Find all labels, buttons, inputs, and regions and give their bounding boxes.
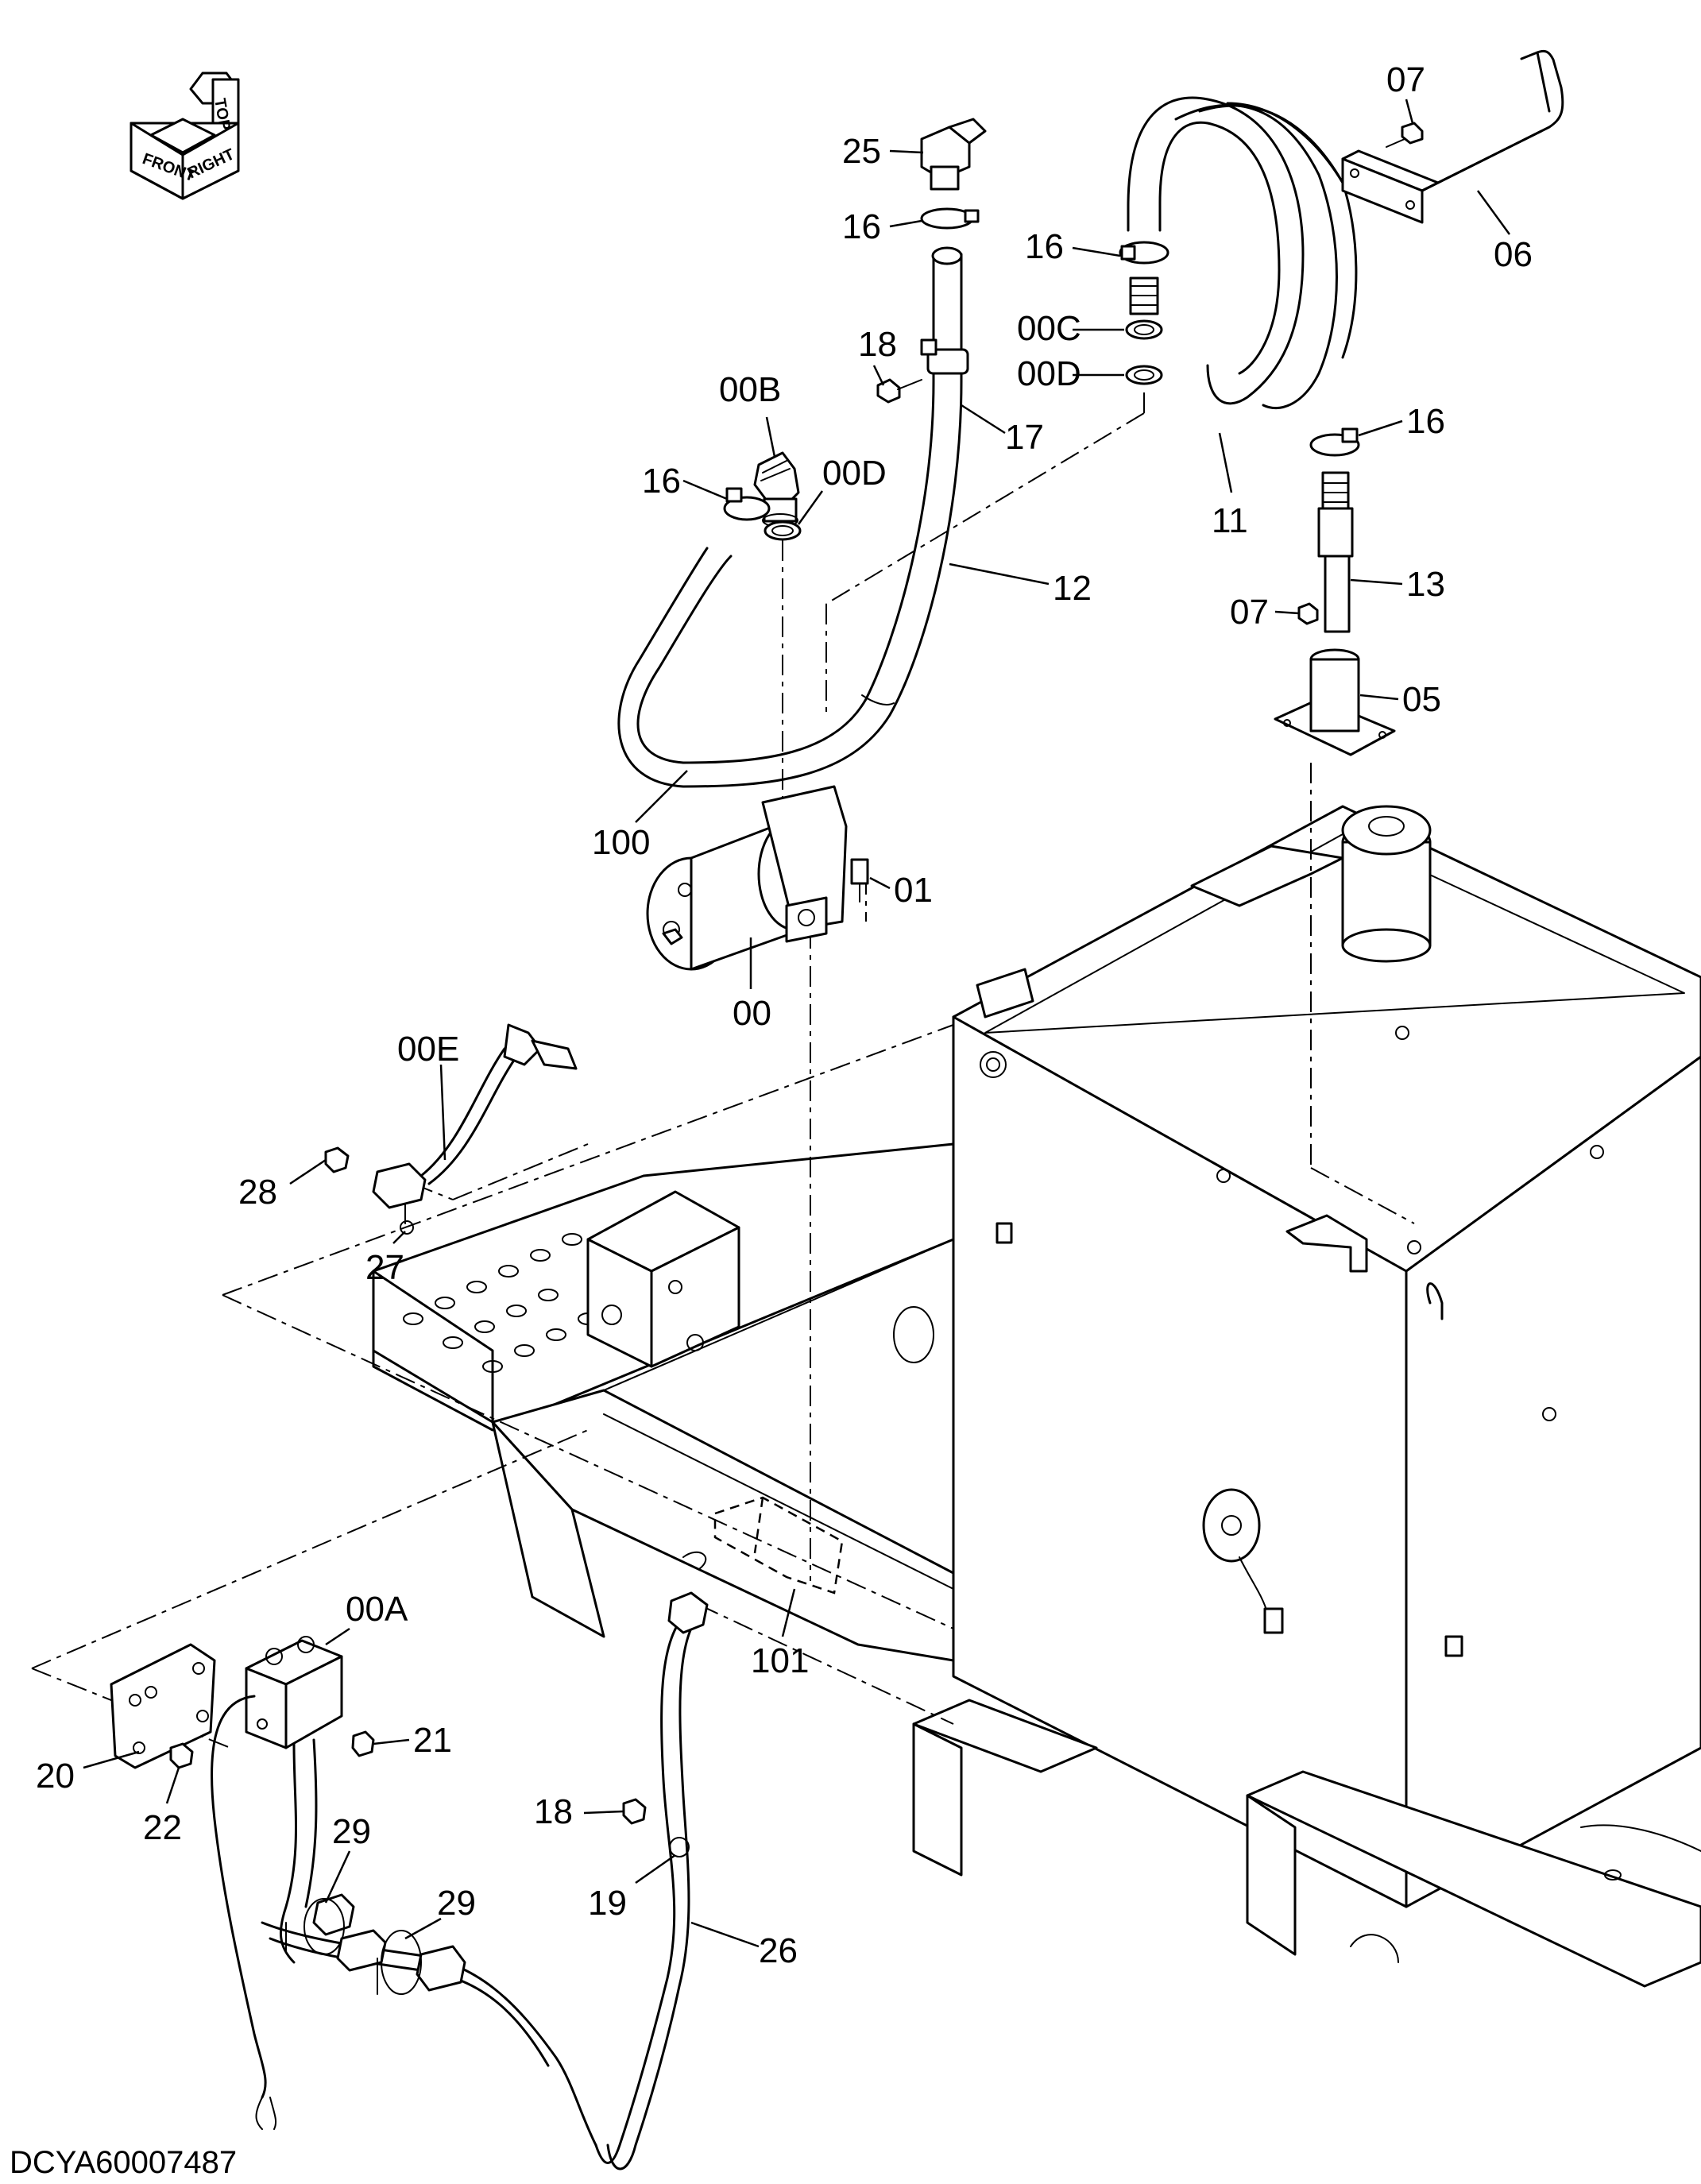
- callout-12: 12: [1053, 569, 1092, 608]
- callout-16-mid-right: 16: [1406, 402, 1445, 441]
- step-holes: [403, 1233, 598, 1373]
- callout-06: 06: [1494, 235, 1533, 274]
- part-01-bolt: [850, 858, 869, 903]
- part-00D-washer-left: [764, 520, 802, 541]
- part-00E-sensor-harness: [324, 1023, 578, 1235]
- orientation-indicator: FRONT TOP RIGHT: [130, 72, 240, 200]
- part-06-bracket: [1341, 49, 1564, 224]
- step-frame: [372, 1142, 955, 1662]
- part-25-elbow-fitting: [920, 118, 987, 191]
- callout-00A: 00A: [346, 1590, 408, 1629]
- part-00A-controller: [245, 1636, 343, 1749]
- callout-00B: 00B: [719, 370, 781, 409]
- part-07-bolt-mid: [1297, 602, 1319, 625]
- part-07-bolt-top: [1386, 122, 1424, 148]
- assembly-centerlines: [31, 389, 1415, 1749]
- callout-22: 22: [143, 1808, 182, 1847]
- callout-17: 17: [1005, 418, 1044, 457]
- callout-27: 27: [365, 1248, 404, 1287]
- callout-19: 19: [588, 1884, 627, 1923]
- leader-lines: [83, 99, 1511, 1948]
- part-21-bolt: [351, 1730, 375, 1757]
- callout-00E: 00E: [397, 1030, 459, 1069]
- part-26-harness: [211, 1591, 709, 2170]
- callout-13: 13: [1406, 565, 1445, 604]
- callout-00D-right: 00D: [1017, 354, 1081, 393]
- callout-labels: 25 16 18 00B 16 00D 17 12 100 01 00 16 0…: [36, 60, 1533, 1970]
- callout-18-lower: 18: [534, 1792, 573, 1831]
- callout-16-top: 16: [842, 207, 881, 246]
- callout-00C: 00C: [1017, 309, 1081, 348]
- callout-11: 11: [1212, 501, 1248, 540]
- part-00-pump: [646, 785, 848, 971]
- part-18-bolt-top: [876, 378, 922, 404]
- part-13-pipe: [1317, 471, 1354, 633]
- callout-21: 21: [413, 1721, 452, 1760]
- callout-07-top: 07: [1386, 60, 1425, 99]
- callout-05: 05: [1402, 680, 1441, 719]
- callout-100: 100: [592, 823, 650, 862]
- hydraulic-tank: [912, 805, 1701, 1988]
- part-16-clamp-mid-right: [1309, 427, 1360, 457]
- callout-16-left: 16: [642, 462, 681, 501]
- part-16-clamp-left: [723, 487, 771, 521]
- part-00C-oring: [1125, 319, 1163, 340]
- callout-28: 28: [238, 1173, 277, 1212]
- document-id: DCYA60007487: [10, 2145, 237, 2180]
- part-20-plate: [110, 1643, 216, 1769]
- callout-20: 20: [36, 1757, 75, 1796]
- hose-12-100: [617, 246, 969, 788]
- callout-18-top: 18: [858, 325, 897, 364]
- callout-25: 25: [842, 132, 881, 171]
- callout-07-mid: 07: [1230, 593, 1269, 632]
- part-16-clamp-top: [920, 207, 980, 230]
- part-16-clamp-upper-right: [1119, 241, 1169, 265]
- part-22-bolt: [169, 1742, 194, 1769]
- part-18-bolt-lower: [622, 1798, 647, 1825]
- callout-101: 101: [751, 1641, 809, 1680]
- callout-01: 01: [894, 871, 933, 910]
- callout-00: 00: [733, 994, 771, 1033]
- callout-16-upper-right: 16: [1025, 227, 1064, 266]
- callout-00D-left: 00D: [822, 454, 887, 493]
- callout-26: 26: [759, 1931, 798, 1970]
- callout-29-a: 29: [332, 1812, 371, 1851]
- part-11-coil-hose: [1127, 96, 1358, 410]
- callout-29-b: 29: [437, 1884, 476, 1923]
- part-05-stand: [1274, 648, 1396, 756]
- hose-nipple: [1129, 276, 1159, 315]
- part-00D-washer-right: [1125, 365, 1163, 385]
